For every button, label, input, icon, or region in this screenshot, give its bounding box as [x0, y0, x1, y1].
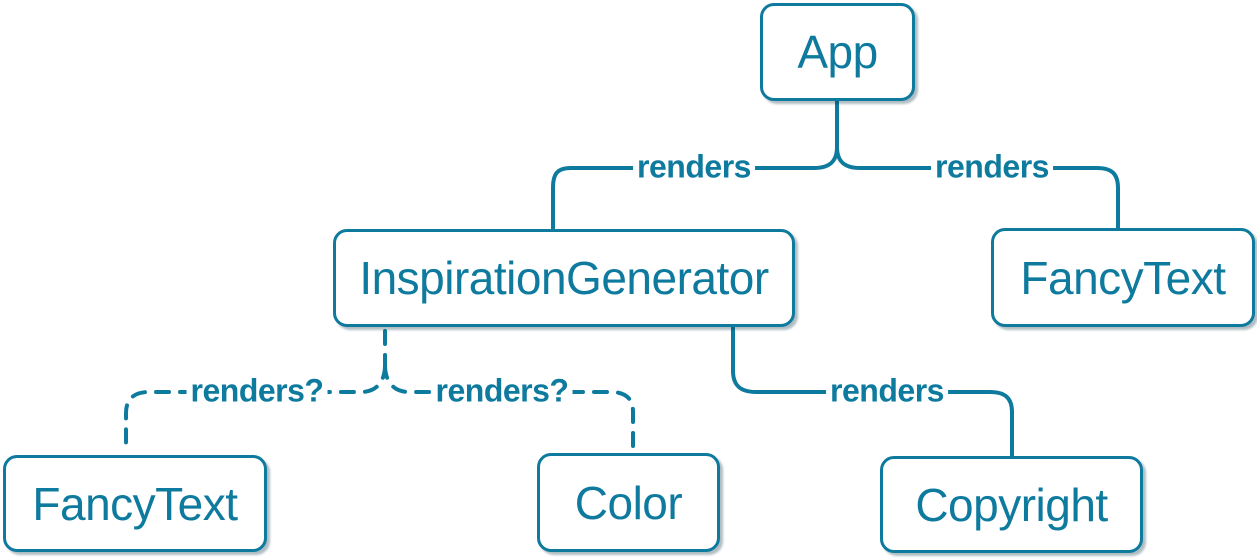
node-fancy-text-top-label: FancyText	[1020, 251, 1226, 304]
edge-inspirationgenerator-color-dashed	[383, 363, 635, 453]
node-app-label: App	[797, 26, 878, 78]
edge-label-inspirationgenerator-copyright: renders	[826, 373, 948, 409]
node-fancy-text-bottom-label: FancyText	[32, 477, 238, 530]
node-inspiration-generator-label: InspirationGenerator	[359, 252, 769, 304]
edge-label-inspirationgenerator-fancytext: renders?	[186, 373, 328, 409]
node-fancy-text-top: FancyText	[991, 228, 1255, 327]
node-app: App	[760, 3, 915, 101]
node-color: Color	[537, 453, 720, 552]
node-copyright: Copyright	[880, 456, 1143, 553]
edge-app-fancytext	[835, 145, 1120, 230]
edge-label-inspirationgenerator-color: renders?	[431, 373, 573, 409]
node-inspiration-generator: InspirationGenerator	[333, 229, 795, 327]
node-copyright-label: Copyright	[915, 478, 1108, 531]
edge-inspirationgenerator-copyright	[731, 326, 1014, 458]
node-fancy-text-bottom: FancyText	[3, 455, 267, 552]
node-color-label: Color	[574, 476, 683, 529]
edge-label-app-inspirationgenerator: renders	[633, 149, 755, 185]
edge-label-app-fancytext: renders	[931, 149, 1053, 185]
